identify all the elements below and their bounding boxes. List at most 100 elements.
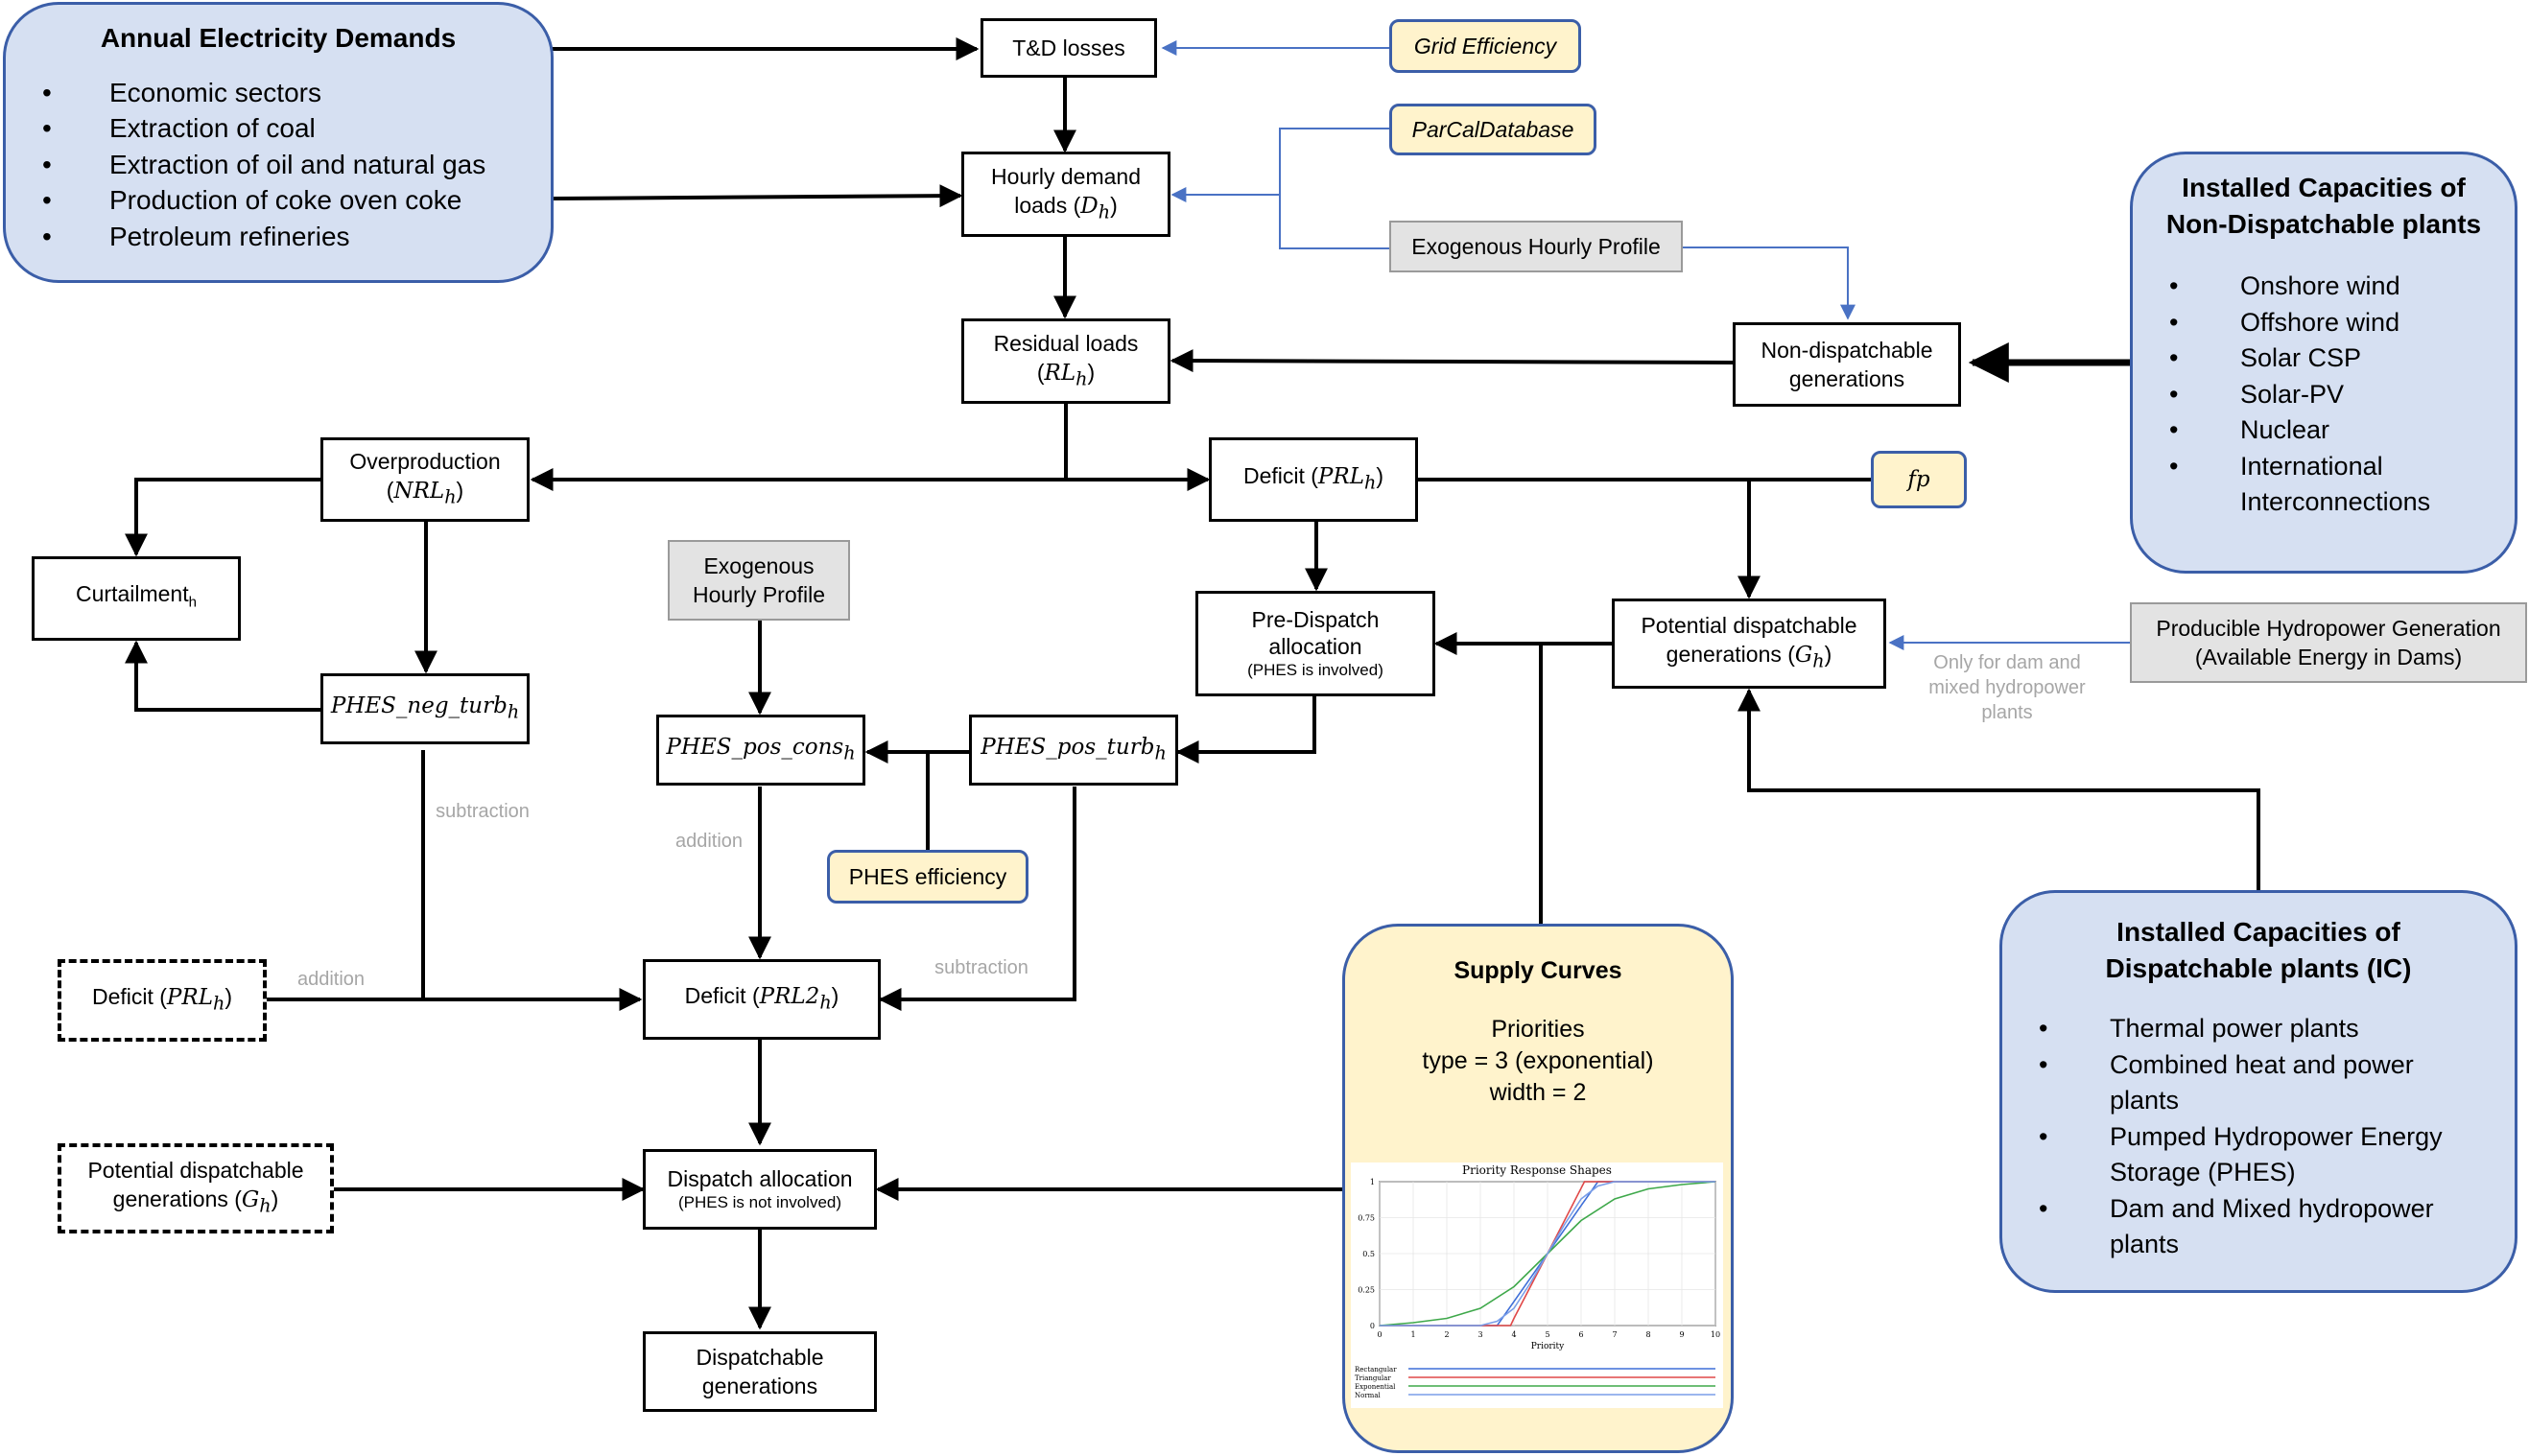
td-losses-node: T&D losses — [981, 18, 1157, 78]
arrow-over-curtail — [125, 478, 323, 557]
x-tick-label: 0 — [1377, 1330, 1382, 1339]
potential-dispatchable-text: Potential dispatchable generations ( — [1641, 613, 1857, 668]
deficit2-subscript: h — [819, 991, 832, 1014]
annual-demands-title: Annual Electricity Demands — [100, 23, 457, 53]
nondispatchable-capacities-list: Onshore wind Offshore wind Solar CSP Sol… — [2133, 269, 2515, 521]
dispatch-allocation-node: Dispatch allocation (PHES is not involve… — [643, 1149, 877, 1230]
residual-loads-node: Residual loads(RLh) — [961, 318, 1170, 404]
predispatch-allocation-note: (PHES is involved) — [1247, 661, 1383, 679]
list-item: Solar-PV — [2133, 377, 2515, 413]
curtailment-subscript: h — [188, 594, 197, 611]
addition-label-left: addition — [296, 969, 366, 990]
phes-neg-turb-subscript: h — [507, 700, 520, 723]
subtraction-label-right: subtraction — [934, 957, 1028, 978]
hourly-demand-symbol: D — [1080, 193, 1099, 219]
predispatch-allocation-node: Pre-Dispatch allocation (PHES is involve… — [1195, 591, 1435, 696]
list-item: Thermal power plants — [2002, 1011, 2515, 1047]
x-tick-label: 2 — [1444, 1330, 1449, 1339]
phes-pos-turb-text: PHES_pos_turb — [981, 734, 1155, 760]
deficit-symbol: PRL — [1317, 464, 1364, 490]
phes-pos-turb-node: PHES_pos_turbh — [969, 715, 1178, 786]
potential-dispatchable-node: Potential dispatchable generations (Gh) — [1612, 599, 1886, 689]
residual-loads-text: Residual loads — [993, 330, 1139, 356]
curtailment-text: Curtailment — [76, 581, 189, 607]
list-item: Solar CSP — [2133, 341, 2515, 377]
phes-pos-cons-subscript: h — [843, 741, 856, 764]
curtailment-label: Curtailmenth — [76, 579, 197, 618]
supply-type: type = 3 (exponential) — [1422, 1047, 1654, 1074]
list-item: Dam and Mixed hydropower plants — [2002, 1191, 2515, 1263]
x-tick-label: 1 — [1410, 1330, 1415, 1339]
curtailment-node: Curtailmenth — [32, 556, 241, 641]
chart-title: Priority Response Shapes — [1462, 1163, 1612, 1177]
hourly-demand-text: Hourly demand loads ( — [991, 163, 1141, 218]
exogenous-hourly-profile-top: Exogenous Hourly Profile — [1389, 221, 1683, 272]
arrow-dispcaps-potential — [1737, 688, 2260, 890]
x-tick-label: 9 — [1679, 1330, 1684, 1339]
dispatchable-generations-label: Dispatchable generations — [696, 1345, 824, 1398]
deficit-dashed-node: Deficit (PRLh) — [58, 959, 267, 1042]
arrow-exo-nondisp — [1681, 247, 1855, 320]
nondispatchable-generations-node: Non-dispatchable generations — [1733, 322, 1961, 407]
overproduction-symbol: NRL — [393, 479, 445, 505]
deficit-label: Deficit (PRLh) — [1242, 463, 1384, 494]
parcal-database-param: ParCalDatabase — [1389, 104, 1596, 155]
exogenous-hourly-profile-top-label: Exogenous Hourly Profile — [1411, 234, 1661, 259]
deficit2-text: Deficit ( — [684, 983, 760, 1009]
arrow-phesneg-curtail — [125, 640, 320, 712]
deficit-dashed-symbol: PRL — [166, 985, 213, 1011]
chart-lines — [1379, 1181, 1716, 1327]
dispatchable-capacities-title: Installed Capacities of Dispatchable pla… — [2105, 917, 2412, 983]
potential-dispatchable-subscript: h — [1812, 649, 1825, 672]
list-item: Offshore wind — [2133, 305, 2515, 341]
dispatch-allocation-note: (PHES is not involved) — [677, 1193, 842, 1211]
potential-dispatchable-dashed-subscript: h — [259, 1194, 272, 1217]
deficit-dashed-text: Deficit ( — [91, 984, 167, 1010]
overproduction-subscript: h — [444, 485, 457, 508]
list-item: Combined heat and power plants — [2002, 1047, 2515, 1119]
y-tick-label: 0.5 — [1362, 1250, 1375, 1258]
legend-label: Triangular — [1355, 1374, 1391, 1382]
exogenous-hourly-profile-mid: Exogenous Hourly Profile — [668, 540, 850, 621]
series-line-triangular — [1380, 1181, 1715, 1327]
phes-pos-cons-node: PHES_pos_consh — [656, 715, 865, 786]
deficit-text: Deficit ( — [1242, 463, 1318, 489]
y-tick-label: 0 — [1370, 1322, 1375, 1330]
deficit2-label: Deficit (PRL2h) — [684, 983, 839, 1014]
residual-loads-subscript: h — [1075, 367, 1088, 390]
x-tick-label: 7 — [1612, 1330, 1617, 1339]
phes-efficiency-param: PHES efficiency — [827, 850, 1028, 904]
arrow-annual-hourly — [552, 184, 963, 208]
potential-dispatchable-label: Potential dispatchable generations (Gh) — [1641, 613, 1857, 672]
phes-pos-turb-label: PHES_pos_turbh — [981, 733, 1167, 768]
y-tick-label: 0.75 — [1358, 1214, 1375, 1223]
list-item: Extraction of oil and natural gas — [6, 147, 551, 183]
grid-efficiency-label: Grid Efficiency — [1413, 34, 1557, 59]
deficit-dashed-label: Deficit (PRLh) — [91, 984, 233, 1015]
predispatch-allocation-label: Pre-Dispatch allocation — [1251, 607, 1380, 659]
supply-priorities: Priorities — [1491, 1016, 1585, 1043]
subtraction-label-left: subtraction — [436, 801, 530, 822]
phes-pos-cons-label: PHES_pos_consh — [666, 733, 855, 768]
only-dam-label: Only for dam and mixed hydropower plants — [1928, 652, 2086, 723]
supply-width: width = 2 — [1489, 1079, 1587, 1106]
nondispatchable-capacities-box: Installed Capacities of Non-Dispatchable… — [2130, 152, 2517, 574]
hourly-demand-subscript: h — [1098, 200, 1111, 223]
fp-label: fp — [1907, 467, 1930, 492]
y-tick-label: 0.25 — [1358, 1286, 1375, 1295]
arrow-phespos-def2 — [878, 787, 1076, 1011]
addition-label-mid: addition — [674, 831, 744, 852]
phes-pos-turb-subscript: h — [1154, 741, 1167, 764]
deficit2-symbol: PRL2 — [759, 984, 820, 1010]
nondispatchable-generations-label: Non-dispatchable generations — [1761, 338, 1933, 391]
grid-efficiency-param: Grid Efficiency — [1389, 19, 1581, 73]
series-line-normal — [1380, 1181, 1715, 1327]
list-item: International Interconnections — [2133, 449, 2515, 521]
phes-neg-turb-text: PHES_neg_turb — [330, 693, 508, 718]
phes-neg-turb-node: PHES_neg_turbh — [320, 673, 530, 744]
legend-label: Rectangular — [1355, 1366, 1397, 1374]
arrow-nondisp-residual — [1170, 349, 1734, 373]
